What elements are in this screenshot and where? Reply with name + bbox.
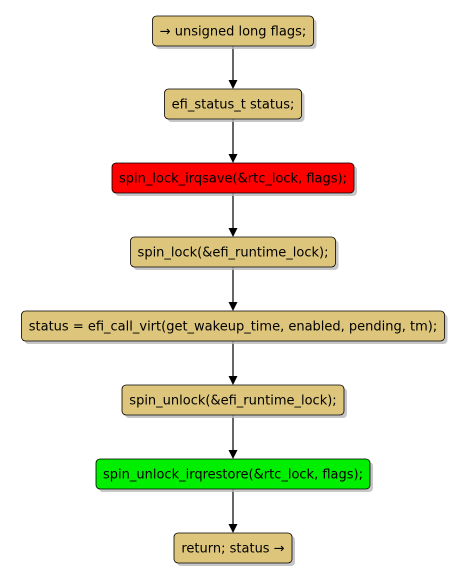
node-label: spin_unlock(&efi_runtime_lock);	[129, 394, 336, 409]
flow-node-lock: spin_lock_irqsave(&rtc_lock, flags);	[111, 162, 357, 196]
flow-node-statement: return; status →	[173, 532, 295, 566]
arrowhead-icon	[228, 154, 238, 163]
node-label: spin_lock_irqsave(&rtc_lock, flags);	[119, 172, 347, 187]
flow-node-statement: efi_status_t status;	[164, 88, 305, 122]
flow-edge	[228, 46, 238, 89]
arrowhead-icon	[228, 376, 238, 385]
flow-edge	[228, 341, 238, 385]
flow-edge	[228, 193, 238, 237]
flow-node-unlock: spin_unlock_irqrestore(&rtc_lock, flags)…	[95, 458, 373, 492]
flow-node-statement: → unsigned long flags;	[152, 15, 317, 49]
arrowhead-icon	[228, 80, 238, 89]
node-box	[121, 384, 345, 416]
node-box	[95, 458, 371, 490]
node-box	[152, 15, 314, 47]
flow-edge	[228, 415, 238, 459]
flow-edge	[228, 489, 238, 533]
arrowhead-icon	[228, 524, 238, 533]
node-box	[173, 532, 293, 564]
flow-node-statement: spin_unlock(&efi_runtime_lock);	[121, 384, 347, 418]
node-box	[130, 236, 336, 268]
edges-layer	[228, 46, 238, 533]
flow-node-statement: status = efi_call_virt(get_wakeup_time, …	[21, 310, 448, 344]
arrowhead-icon	[228, 302, 238, 311]
node-label: spin_lock(&efi_runtime_lock);	[138, 246, 329, 261]
node-label: status = efi_call_virt(get_wakeup_time, …	[29, 320, 437, 335]
node-box	[164, 88, 302, 120]
arrowhead-icon	[228, 228, 238, 237]
flow-edge	[228, 119, 238, 163]
arrowhead-icon	[228, 450, 238, 459]
node-label: → unsigned long flags;	[160, 25, 307, 40]
node-label: spin_unlock_irqrestore(&rtc_lock, flags)…	[103, 468, 363, 483]
node-box	[111, 162, 355, 194]
nodes-layer: → unsigned long flags; efi_status_t statu…	[21, 15, 448, 566]
node-label: return; status →	[181, 542, 284, 557]
node-box	[21, 310, 445, 342]
flow-node-statement: spin_lock(&efi_runtime_lock);	[130, 236, 339, 270]
node-label: efi_status_t status;	[172, 98, 295, 113]
flow-edge	[228, 267, 238, 311]
